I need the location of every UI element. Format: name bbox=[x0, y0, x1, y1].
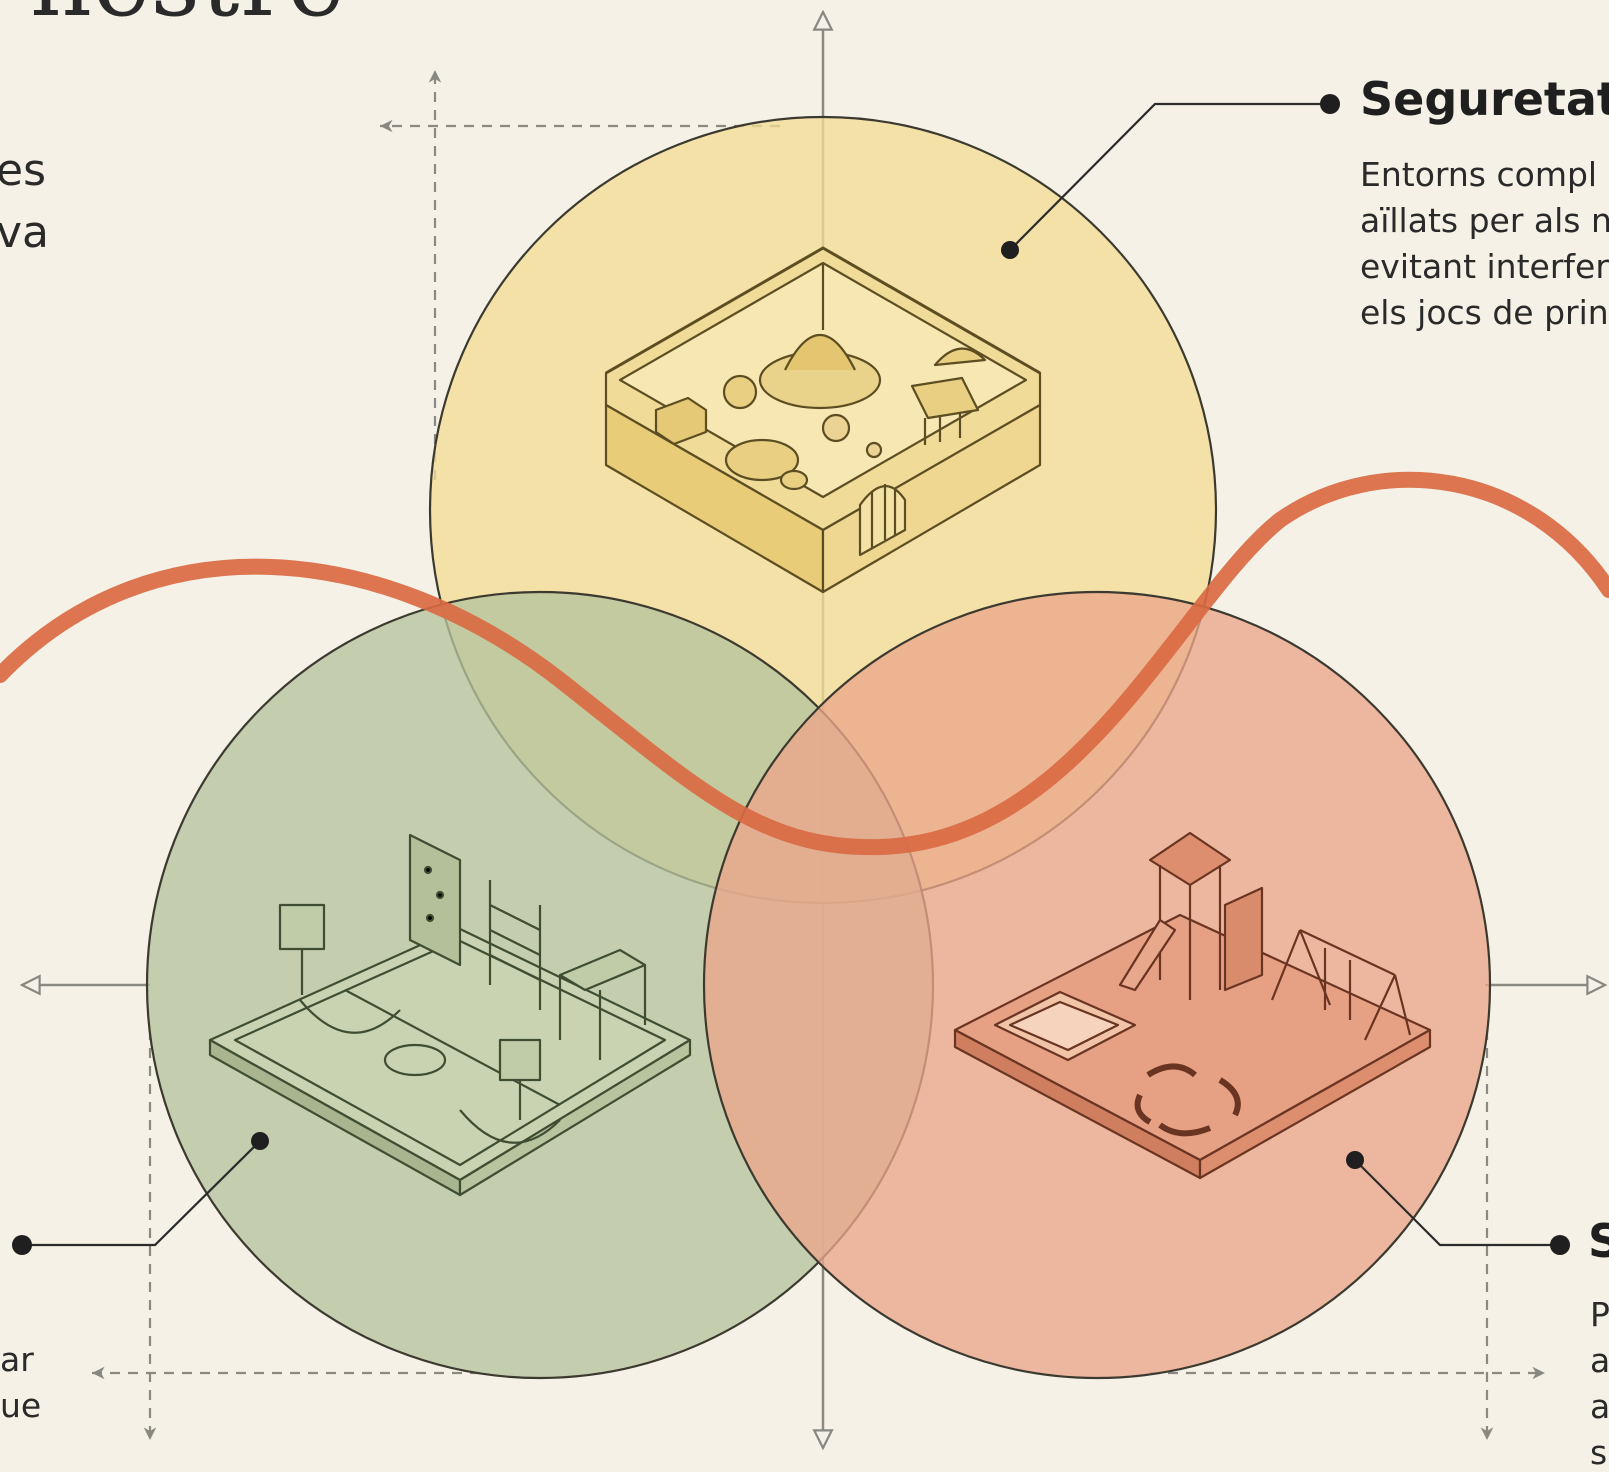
callout-security-heading: Seguretat bbox=[1360, 72, 1609, 126]
callout-play-heading: S bbox=[1588, 1214, 1609, 1268]
leader-security bbox=[1009, 102, 1330, 251]
dot-sports-inner bbox=[251, 1132, 269, 1150]
callout-play-line-4: s bbox=[1590, 1433, 1608, 1472]
dot-play-inner bbox=[1346, 1151, 1364, 1169]
dashed-guides bbox=[92, 70, 1545, 1440]
dot-security-outer bbox=[1320, 94, 1340, 114]
callout-play-line-2: a bbox=[1590, 1341, 1609, 1380]
dot-security-inner bbox=[1001, 241, 1019, 259]
callout-sports-line-1: ar bbox=[0, 1340, 34, 1379]
wave-line bbox=[0, 471, 1609, 856]
sports-court-icon bbox=[208, 833, 692, 1197]
callout-security-line-1: Entorns compl bbox=[1360, 155, 1598, 194]
dot-play-outer bbox=[1550, 1235, 1570, 1255]
enclosed-play-area-icon bbox=[604, 246, 1042, 594]
intro-line-1: es bbox=[0, 145, 46, 196]
dot-sports-outer bbox=[12, 1235, 32, 1255]
callout-play-line-3: a bbox=[1590, 1387, 1609, 1426]
callout-security-line-4: els jocs de prin bbox=[1360, 293, 1609, 332]
page-title-fragment: nestre bbox=[30, 0, 345, 38]
leader-sports bbox=[22, 1140, 261, 1247]
callout-leaders bbox=[22, 102, 1560, 1247]
callout-play-line-1: P bbox=[1590, 1295, 1609, 1334]
callout-security-line-3: evitant interfer bbox=[1360, 247, 1609, 286]
callout-security-line-2: aïllats per als n bbox=[1360, 201, 1609, 240]
intro-line-2: va bbox=[0, 207, 50, 258]
leader-play bbox=[1354, 1159, 1560, 1247]
callout-dots bbox=[12, 94, 1570, 1255]
callout-sports-line-2: ue bbox=[0, 1386, 42, 1425]
playground-icon bbox=[953, 831, 1432, 1180]
